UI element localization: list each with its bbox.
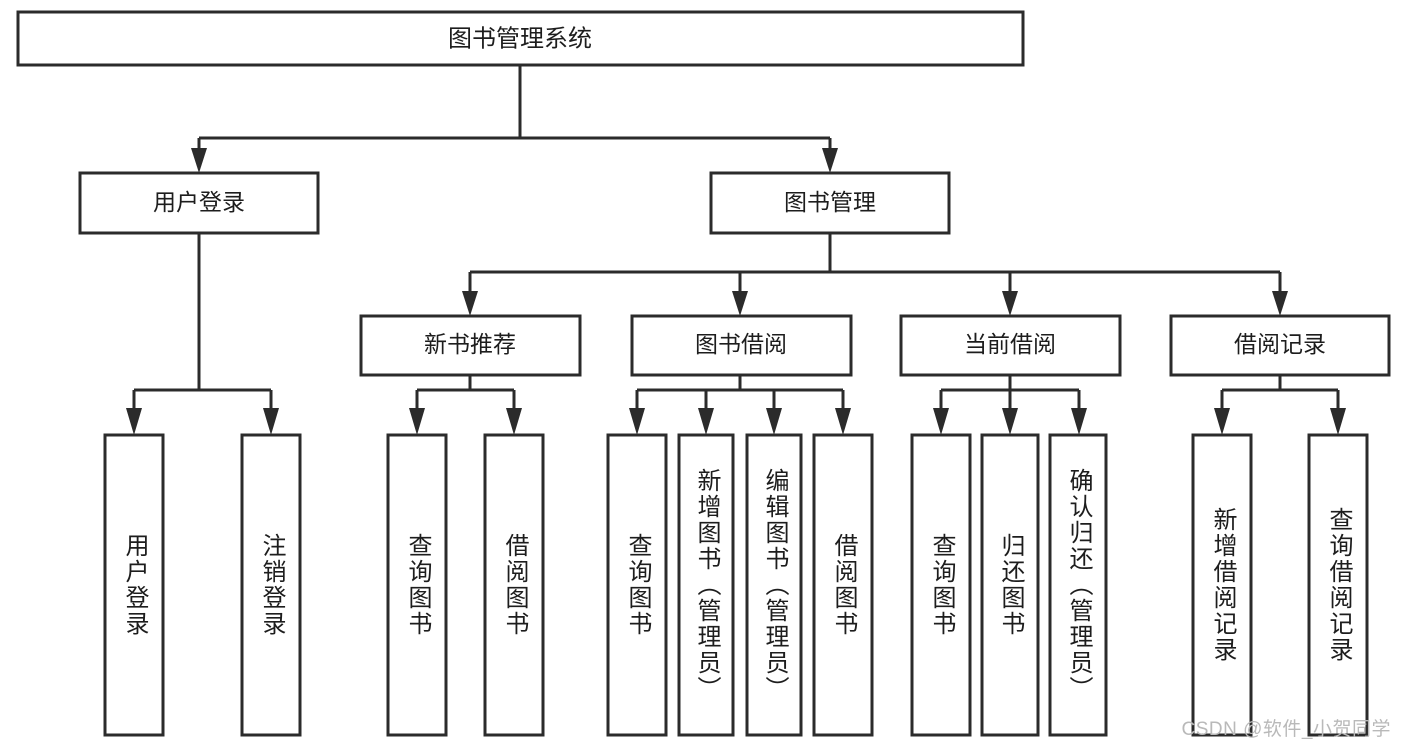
leaf-boxes-borrow-record xyxy=(1191,433,1369,737)
leaf-box-borrow-record-0[interactable] xyxy=(1191,433,1253,737)
leaf-boxes-user-login xyxy=(103,433,302,737)
node-user-login-label: 用户登录 xyxy=(153,189,245,215)
arrow-head-borrowrecord-to-leaf0 xyxy=(1214,408,1230,435)
node-new-book-recommend-label: 新书推荐 xyxy=(424,331,516,357)
node-new-book-recommend-box xyxy=(359,314,582,377)
node-book-borrow[interactable]: 图书借阅 xyxy=(630,314,853,377)
arrow-head-newbook-to-leaf1 xyxy=(506,408,522,435)
arrow-head-bookmgmt-to-new-book xyxy=(462,291,478,316)
arrow-head-newbook-to-leaf0 xyxy=(409,408,425,435)
node-current-borrow-label: 当前借阅 xyxy=(964,331,1056,357)
arrow-head-bookmgmt-to-record xyxy=(1272,291,1288,316)
leaf-box-book-borrow-3[interactable] xyxy=(812,433,874,737)
arrow-head-bookborrow-to-leaf0 xyxy=(629,408,645,435)
node-book-borrow-box xyxy=(630,314,853,377)
connector-group-book-borrow xyxy=(629,375,851,435)
leaf-box-borrow-record-1[interactable] xyxy=(1307,433,1369,737)
connector-group-current-borrow xyxy=(933,375,1087,435)
arrow-head-bookmgmt-to-borrow xyxy=(732,291,748,316)
node-current-borrow[interactable]: 当前借阅 xyxy=(899,314,1122,377)
arrow-head-root-to-book-mgmt xyxy=(822,148,838,173)
leaf-box-current-borrow-0[interactable] xyxy=(910,433,972,737)
connector-group-user-login xyxy=(126,233,279,435)
node-root-system[interactable]: 图书管理系统 xyxy=(16,10,1025,67)
arrow-head-currentborrow-to-leaf1 xyxy=(1002,408,1018,435)
arrow-head-bookborrow-to-leaf2 xyxy=(766,408,782,435)
node-borrow-record-box xyxy=(1169,314,1391,377)
node-user-login[interactable]: 用户登录 xyxy=(78,171,320,235)
arrow-head-currentborrow-to-leaf0 xyxy=(933,408,949,435)
node-new-book-recommend[interactable]: 新书推荐 xyxy=(359,314,582,377)
arrow-head-root-to-user-login xyxy=(191,148,207,173)
arrow-head-userlogin-to-leaf1 xyxy=(263,408,279,435)
arrow-head-bookborrow-to-leaf3 xyxy=(835,408,851,435)
arrow-head-userlogin-to-leaf0 xyxy=(126,408,142,435)
leaf-box-user-login-0[interactable] xyxy=(103,433,165,737)
leaf-boxes-current-borrow xyxy=(910,433,1108,737)
connector-group-new-book-recommend xyxy=(409,375,522,435)
leaf-box-new-book-1[interactable] xyxy=(483,433,545,737)
arrow-head-borrowrecord-to-leaf1 xyxy=(1330,408,1346,435)
node-book-borrow-label: 图书借阅 xyxy=(695,331,787,357)
leaf-boxes-new-book-recommend xyxy=(386,433,545,737)
leaf-box-book-borrow-1[interactable] xyxy=(677,433,735,737)
leaf-box-new-book-0[interactable] xyxy=(386,433,448,737)
node-current-borrow-box xyxy=(899,314,1122,377)
leaf-box-current-borrow-1[interactable] xyxy=(980,433,1040,737)
node-root-system-label: 图书管理系统 xyxy=(448,25,592,52)
leaf-box-book-borrow-0[interactable] xyxy=(606,433,668,737)
arrow-head-bookmgmt-to-current xyxy=(1002,291,1018,316)
node-borrow-record-label: 借阅记录 xyxy=(1234,331,1326,357)
node-book-management-label: 图书管理 xyxy=(784,189,876,215)
leaf-box-user-login-1[interactable] xyxy=(240,433,302,737)
connector-group-borrow-record xyxy=(1214,375,1346,435)
connector-group-book-management xyxy=(462,233,1288,316)
node-book-management[interactable]: 图书管理 xyxy=(709,171,951,235)
node-book-management-box xyxy=(709,171,951,235)
node-borrow-record[interactable]: 借阅记录 xyxy=(1169,314,1391,377)
leaf-box-current-borrow-2[interactable] xyxy=(1048,433,1108,737)
watermark-text: CSDN @软件_小贺同学 xyxy=(1181,719,1391,740)
arrow-head-bookborrow-to-leaf1 xyxy=(698,408,714,435)
leaf-boxes-book-borrow xyxy=(606,433,874,737)
arrow-head-currentborrow-to-leaf2 xyxy=(1071,408,1087,435)
node-user-login-box xyxy=(78,171,320,235)
leaf-box-book-borrow-2[interactable] xyxy=(745,433,803,737)
connector-group-root xyxy=(191,65,838,173)
node-root-system-box xyxy=(16,10,1025,67)
